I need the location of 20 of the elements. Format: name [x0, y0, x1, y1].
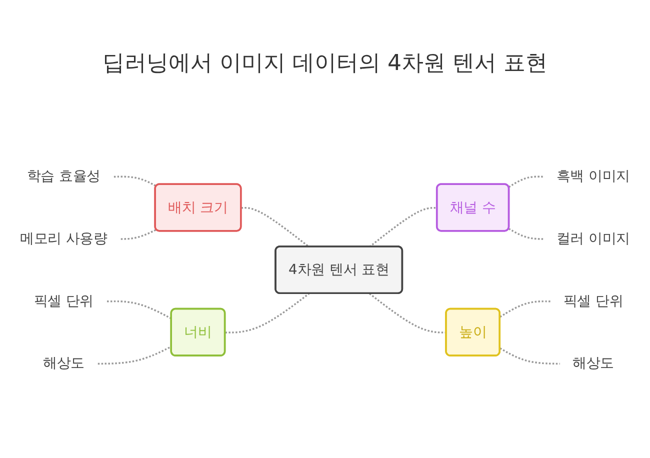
node-text: 픽셀 단위 [563, 292, 624, 309]
connector [500, 300, 551, 318]
connector [500, 348, 560, 365]
connector [369, 207, 438, 248]
connector [241, 207, 310, 248]
connector [107, 300, 172, 320]
connector [225, 293, 310, 334]
connector [120, 229, 157, 240]
connector [508, 176, 544, 188]
connector [114, 176, 157, 188]
connector [98, 346, 172, 365]
node-text: 흑백 이미지 [556, 168, 630, 184]
node-text: 학습 효율성 [26, 168, 101, 184]
node-text: 메모리 사용량 [20, 230, 108, 247]
node-text: 픽셀 단위 [34, 292, 94, 309]
connector [508, 228, 544, 240]
diagram-title: 딥러닝에서 이미지 데이터의 4차원 텐서 표현 [102, 50, 548, 78]
node-text: 해상도 [572, 354, 614, 372]
node-text: 해상도 [42, 354, 84, 372]
node-text: 컬러 이미지 [556, 230, 630, 247]
